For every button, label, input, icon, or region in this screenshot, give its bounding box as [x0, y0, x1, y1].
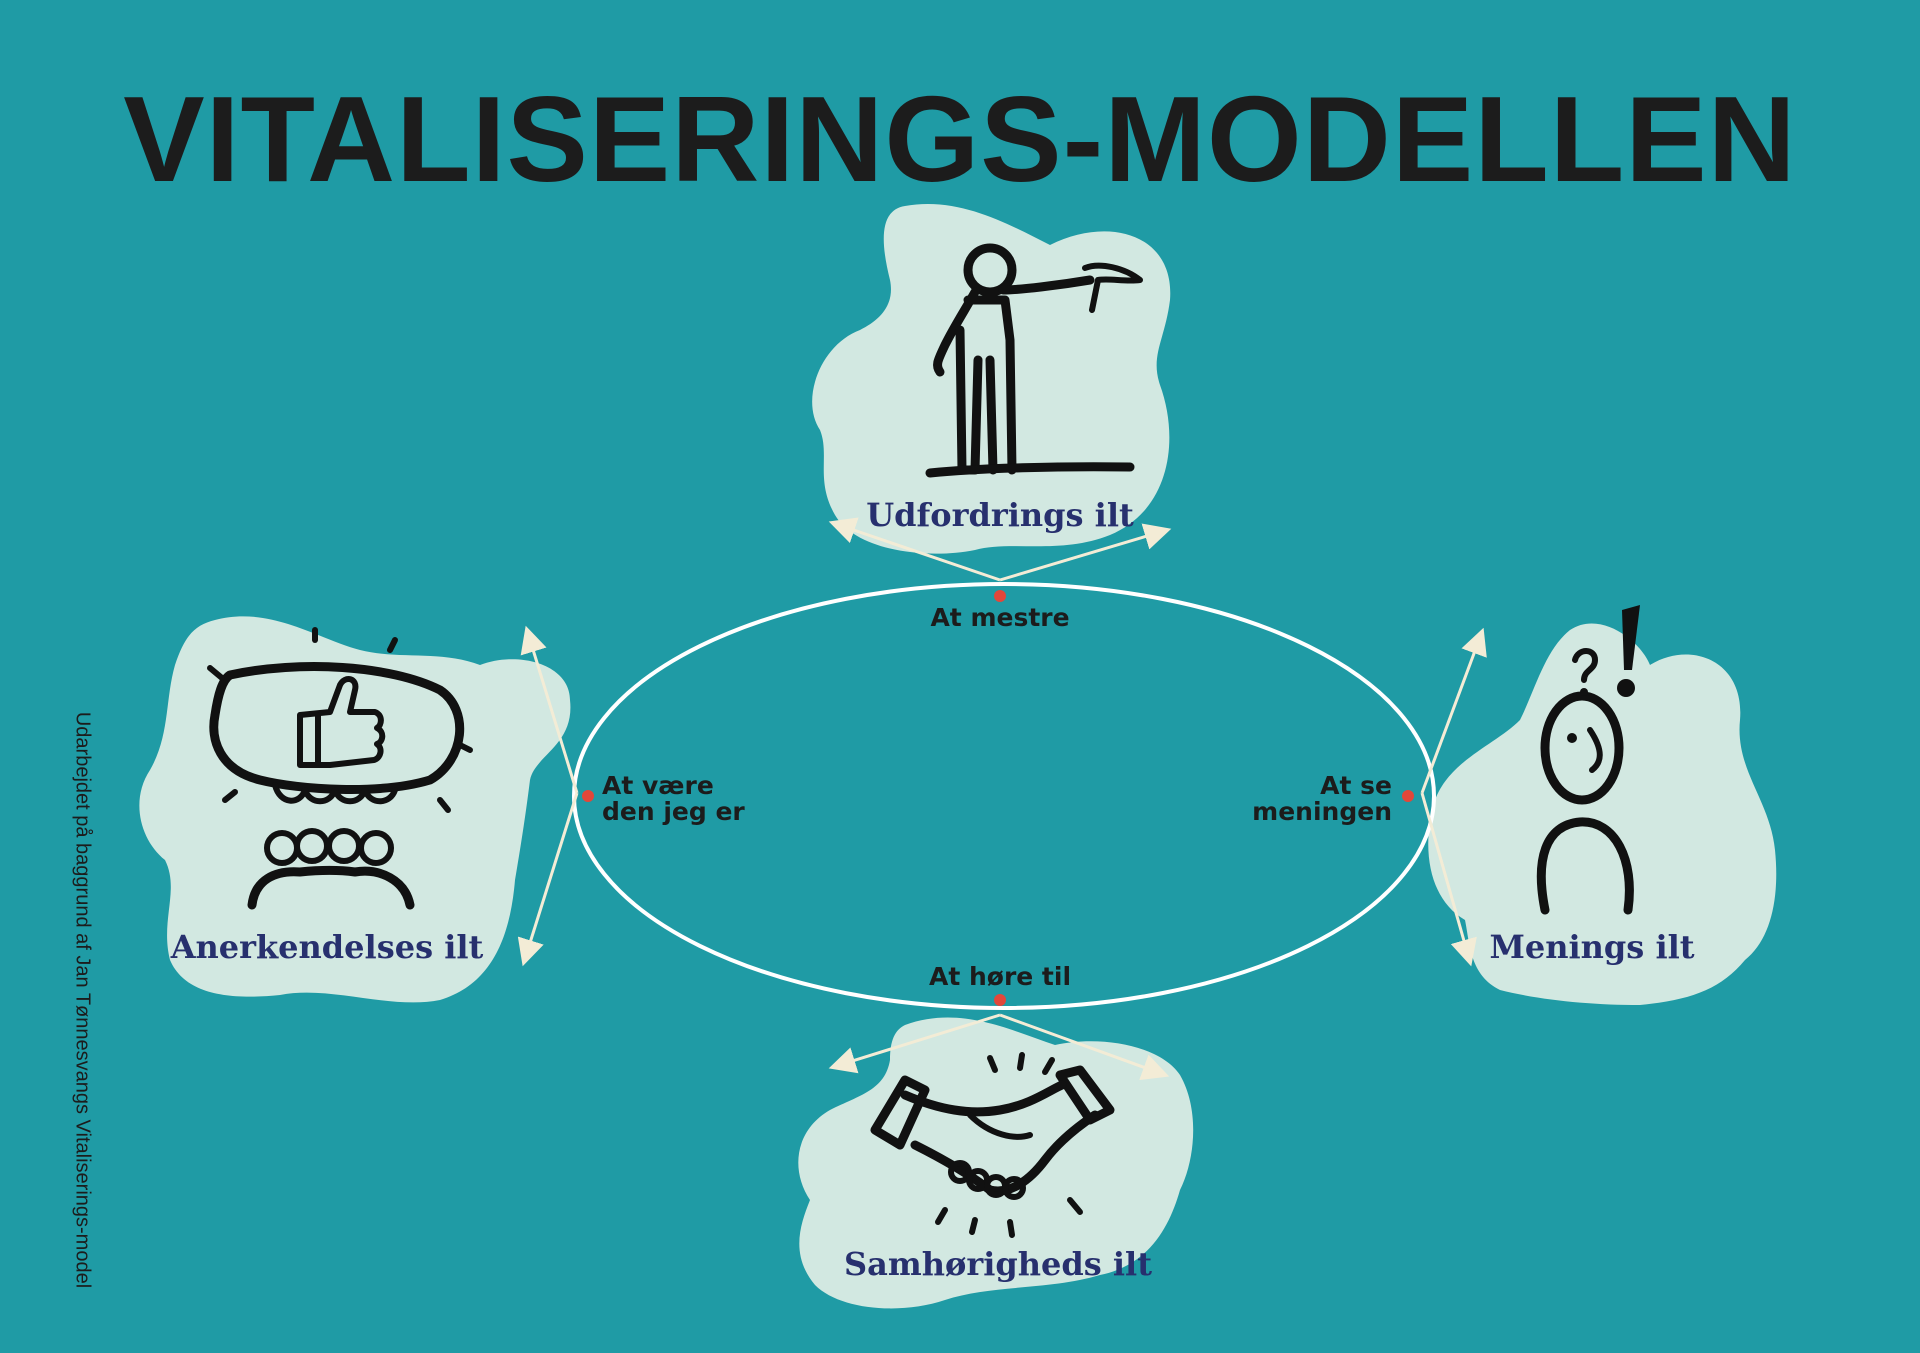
right-blob — [1428, 623, 1777, 1005]
person-with-hammer-icon — [925, 243, 1143, 478]
point-left — [582, 790, 594, 802]
point-top — [994, 590, 1006, 602]
point-label-left-2: den jeg er — [602, 797, 745, 826]
arrow-bottom-left — [828, 1013, 1001, 1074]
central-ellipse — [572, 582, 1436, 1010]
point-bottom — [994, 994, 1006, 1006]
thinking-person-icon — [1536, 605, 1640, 915]
node-bottom-samhorigheds: Samhørigheds ilt — [798, 1017, 1194, 1309]
point-label-top: At mestre — [930, 603, 1069, 632]
node-left-anerkendelses: Anerkendelses ilt — [139, 616, 571, 1003]
arrow-top-right — [999, 523, 1172, 582]
bottom-blob-label: Samhørigheds ilt — [844, 1245, 1152, 1283]
page-title: VITALISERINGS-MODELLEN — [123, 71, 1797, 207]
thumbs-up-group-icon — [207, 627, 473, 910]
arrow-bottom-right — [999, 1013, 1170, 1080]
left-blob-label: Anerkendelses ilt — [170, 928, 484, 966]
left-blob — [139, 616, 571, 1003]
credit-text: Udarbejdet på baggrund af Jan Tønnesvang… — [71, 711, 94, 1289]
node-right-menings: Menings ilt — [1428, 605, 1777, 1005]
point-label-right-1: At se — [1320, 771, 1392, 800]
arrows — [517, 517, 1487, 1080]
arrow-left-down — [517, 792, 579, 967]
node-top-udfordrings: Udfordrings ilt — [812, 203, 1171, 554]
point-right — [1402, 790, 1414, 802]
arrow-top-left — [828, 517, 1001, 582]
point-label-left-1: At være — [602, 771, 714, 800]
top-blob-label: Udfordrings ilt — [866, 496, 1134, 534]
point-label-right-2: meningen — [1252, 797, 1392, 826]
right-blob-label: Menings ilt — [1489, 928, 1694, 966]
point-label-bottom: At høre til — [929, 962, 1071, 991]
arrow-right-down — [1420, 792, 1477, 967]
arrow-left-up — [520, 625, 579, 794]
arrow-right-up — [1420, 627, 1487, 794]
handshake-icon — [870, 1052, 1115, 1238]
